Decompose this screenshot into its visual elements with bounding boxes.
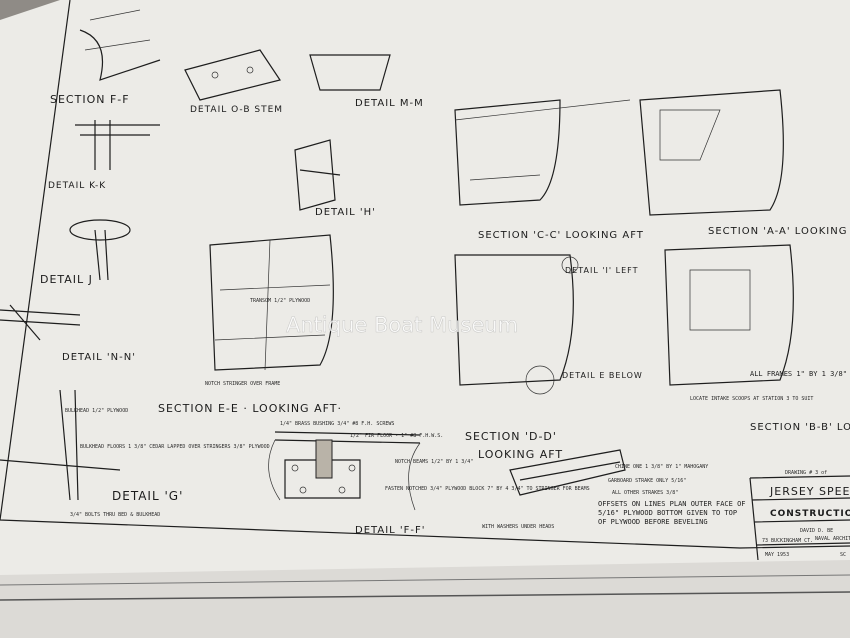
- looking-aft-label: LOOKING AFT: [478, 448, 563, 461]
- section-ee-label: SECTION E-E · LOOKING AFT·: [158, 402, 342, 415]
- section-bb: SECTION 'B-B' LOOKING AFT: [664, 244, 850, 433]
- drawing-sheet: [0, 0, 850, 575]
- note: ALL OTHER STRAKES 3/8": [612, 490, 678, 496]
- drawing-scale: SC: [840, 552, 846, 558]
- note: FASTEN NOTCHED 3/4" PLYWOOD BLOCK 7" BY …: [385, 486, 590, 492]
- note: CHINE ONE 1 3/8" BY 1" MAHOGANY: [615, 464, 708, 470]
- detail-h-label: DETAIL 'H': [315, 207, 376, 218]
- note: NOTCH BEAMS 1/2" BY 1 3/4": [395, 459, 473, 465]
- section-cc-label: SECTION 'C-C' LOOKING AFT: [478, 230, 644, 241]
- detail-kk: DETAIL K-K: [48, 120, 160, 191]
- detail-g-label: DETAIL 'G': [112, 489, 183, 503]
- detail-ff-label: DETAIL 'F-F': [355, 525, 426, 536]
- section-ee: SECTION E-E · LOOKING AFT·: [158, 234, 342, 415]
- section-ff: SECTION F-F: [50, 9, 161, 106]
- boat-name: JERSEY SPEED: [769, 485, 850, 498]
- detail-e-label: DETAIL E BELOW: [562, 371, 643, 380]
- detail-ff: DETAIL 'F-F': [268, 431, 426, 536]
- note-offsets: OFFSETS ON LINES PLAN OUTER FACE OF 5/16…: [598, 500, 746, 526]
- planking-detail: [509, 449, 626, 496]
- drawing-subtitle: CONSTRUCTION D: [770, 509, 850, 519]
- note: 1/4" BRASS BUSHING 3/4" #8 F.H. SCREWS: [280, 421, 394, 427]
- sheet-border: [0, 0, 850, 549]
- detail-j-label: DETAIL J: [40, 273, 93, 286]
- note: LOCATE INTAKE SCOOPS AT STATION 3 TO SUI…: [690, 396, 813, 402]
- title-block: DRAWING # 3 of JERSEY SPEED CONSTRUCTION…: [749, 470, 850, 561]
- detail-ob: DETAIL O-B STEM: [184, 49, 283, 115]
- watermark: Antique Boat Museum: [286, 313, 518, 337]
- designer-address: 73 BUCKINGHAM CT.: [762, 538, 813, 544]
- detail-h: DETAIL 'H': [294, 139, 376, 218]
- drawing-number: DRAWING # 3 of: [785, 470, 827, 476]
- note-frames: ALL FRAMES 1" BY 1 3/8": [750, 370, 847, 378]
- detail-kk-label: DETAIL K-K: [48, 181, 106, 191]
- note: BULKHEAD FLOORS 1 3/8" CEDAR LAPPED OVER…: [80, 444, 270, 450]
- detail-g: DETAIL 'G': [0, 389, 183, 503]
- note: GARBOARD STRAKE ONLY 5/16": [608, 478, 686, 484]
- designer: DAVID D. BE: [800, 528, 833, 534]
- drawing-date: MAY 1953: [765, 552, 789, 558]
- drawing-notes: 1/4" BRASS BUSHING 3/4" #8 F.H. SCREWS 1…: [65, 298, 813, 530]
- note: BULKHEAD 1/2" PLYWOOD: [65, 408, 128, 414]
- note: 3/4" BOLTS THRU BED & BULKHEAD: [70, 512, 160, 518]
- section-dd-label: SECTION 'D-D': [465, 430, 557, 443]
- section-dd: SECTION 'D-D' LOOKING AFT: [454, 254, 579, 461]
- note: TRANSOM 1/2" PLYWOOD: [250, 298, 310, 304]
- note: WITH WASHERS UNDER HEADS: [482, 524, 554, 530]
- detail-j: DETAIL J: [40, 219, 131, 286]
- note: NOTCH STRINGER OVER FRAME: [205, 381, 280, 387]
- section-ff-label: SECTION F-F: [50, 93, 130, 106]
- designer-role: NAVAL ARCHITECT: [815, 536, 850, 542]
- detail-mm-label: DETAIL M-M: [355, 98, 424, 109]
- section-bb-label: SECTION 'B-B' LOOKING AFT: [750, 422, 850, 433]
- detail-nn: DETAIL 'N-N': [0, 304, 136, 363]
- detail-ob-label: DETAIL O-B STEM: [190, 105, 283, 115]
- section-cc: SECTION 'C-C' LOOKING AFT: [454, 99, 644, 241]
- section-aa-label: SECTION 'A-A' LOOKING AFT: [708, 226, 850, 237]
- note: 1/2" FIR FLOOR - 1" #8 F.H.W.S.: [350, 433, 443, 439]
- detail-nn-label: DETAIL 'N-N': [62, 352, 136, 363]
- detail-mm: DETAIL M-M: [309, 54, 424, 109]
- section-aa: SECTION 'A-A' LOOKING AFT: [639, 89, 850, 237]
- detail-i-label: DETAIL 'I' LEFT: [565, 266, 638, 275]
